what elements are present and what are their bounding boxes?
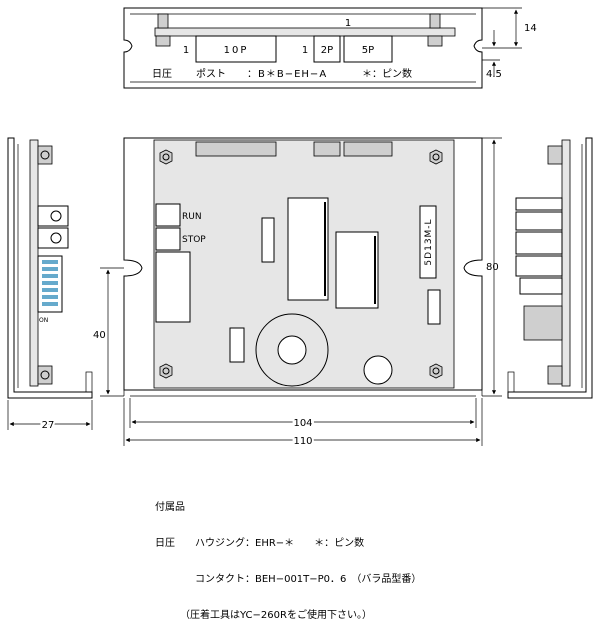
top-pin1-main: 1 [345, 18, 351, 29]
stop-label: STOP [182, 235, 206, 245]
top-post-label: ポスト [196, 68, 226, 80]
dim-14: 14 [524, 23, 537, 34]
top-maker: 日圧 [152, 69, 172, 80]
dim-40: 40 [93, 330, 106, 341]
connector-5p-label: 5P [362, 45, 374, 56]
accessories-notes: 付属品 日圧 ハウジング：EHR−＊ ＊：ピン数 コンタクト：BEH−001T−… [155, 478, 421, 634]
contact-part: コンタクト：BEH−001T−P0．6 [195, 574, 347, 585]
connector-10p-label: 10P [224, 45, 249, 56]
top-pin-note: ＊：ピン数 [362, 67, 412, 80]
mounting-nuts [159, 149, 443, 379]
dim-80: 80 [486, 262, 499, 273]
crimp-tool-note: （圧着工具はYC−260Rをご使用下さい。） [185, 610, 372, 621]
model-label: 5D13M-L [424, 218, 434, 265]
top-view: 1 1 10P 1 2P 5P 日圧 ポスト ：B＊B−EH−A ＊：ピン数 1… [123, 7, 537, 89]
dim-104: 104 [293, 418, 312, 429]
mechanical-drawing: 1 1 10P 1 2P 5P 日圧 ポスト ：B＊B−EH−A ＊：ピン数 1… [7, 7, 593, 449]
dim-27: 27 [42, 420, 55, 431]
top-pin1-mid: 1 [302, 45, 308, 56]
run-label: RUN [182, 212, 202, 222]
top-pin1-left: 1 [183, 45, 189, 56]
left-side-view: ON 27 [7, 137, 93, 433]
connector-2p-label: 2P [321, 45, 333, 56]
right-side-view [507, 137, 593, 399]
dip-switch-on-label: ON [39, 317, 48, 324]
dim-110: 110 [293, 436, 312, 447]
accessories-title: 付属品 [155, 502, 185, 513]
front-view: RUN STOP 5D13M-L 80 40 [93, 137, 502, 449]
contact-note: （バラ品型番） [356, 574, 422, 585]
top-post-part: ：B＊B−EH−A [247, 69, 327, 80]
dim-4-5: 4.5 [486, 69, 502, 80]
